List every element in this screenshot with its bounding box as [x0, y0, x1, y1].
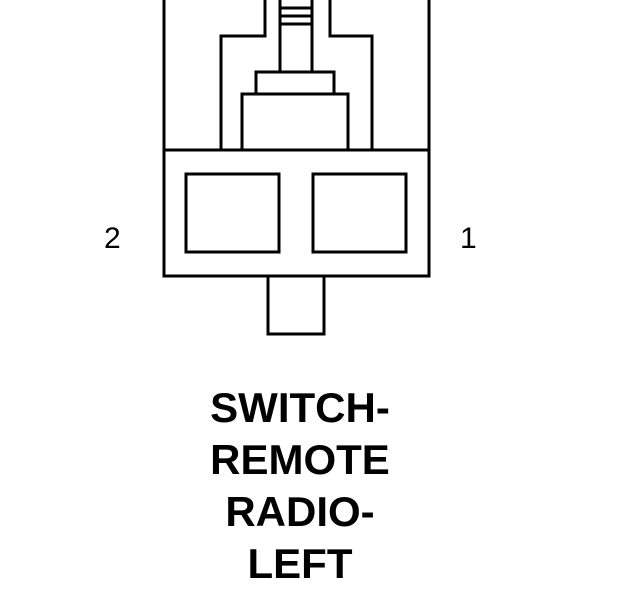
terminal-cavity-1	[311, 172, 408, 254]
latch-arm-left	[219, 0, 267, 150]
component-caption: SWITCH- REMOTE RADIO- LEFT	[0, 382, 600, 590]
caption-line: RADIO-	[225, 488, 375, 535]
keying-tab	[266, 274, 326, 336]
pin-number-2: 2	[104, 222, 121, 255]
caption-line: SWITCH-	[210, 384, 390, 431]
latch-arm-right	[328, 0, 374, 150]
lock-boss-upper	[254, 70, 336, 96]
terminal-cavity-2	[184, 172, 281, 254]
pin-number-1: 1	[460, 222, 477, 255]
connector-housing	[162, 0, 431, 278]
lock-boss-lower	[240, 92, 350, 152]
caption-line: LEFT	[247, 540, 353, 587]
caption-line: REMOTE	[210, 436, 390, 483]
